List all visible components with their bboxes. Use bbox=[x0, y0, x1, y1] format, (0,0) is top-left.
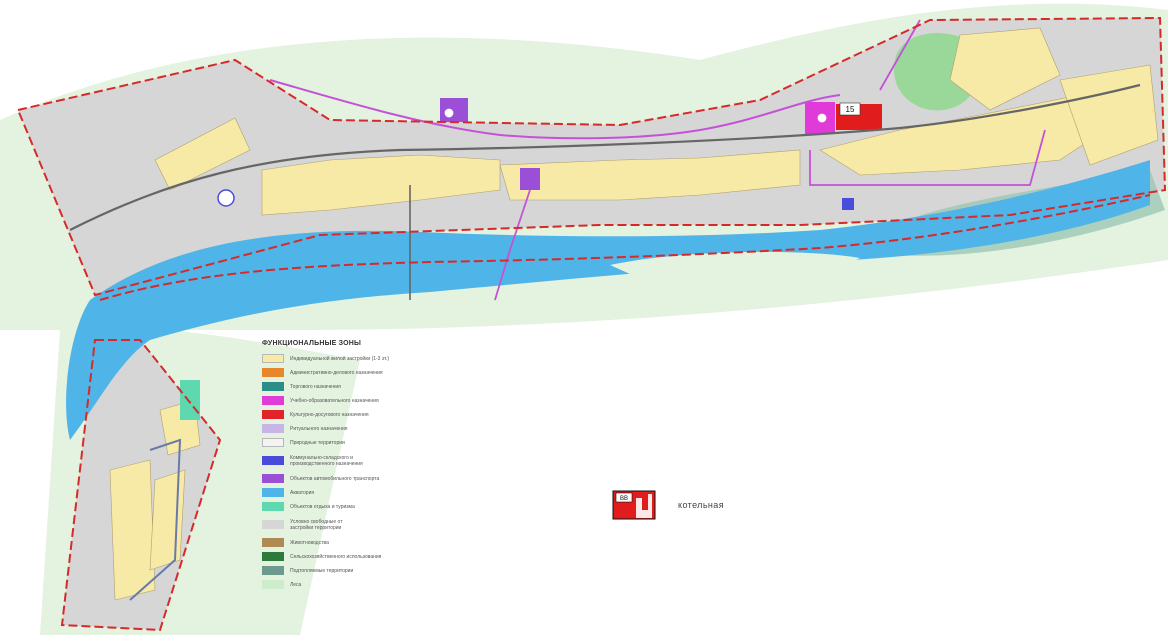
legend-label: Условно свободные от застройки территори… bbox=[290, 518, 343, 531]
legend-label: Подтопляемые территории bbox=[290, 567, 354, 574]
legend-swatch bbox=[262, 552, 284, 561]
legend-item: Объектов отдыха и туризма bbox=[262, 501, 462, 512]
legend-item: Учебно-образовательного назначения bbox=[262, 395, 462, 406]
legend-swatch bbox=[262, 538, 284, 547]
legend-title: ФУНКЦИОНАЛЬНЫЕ ЗОНЫ bbox=[262, 340, 362, 347]
legend-label: Сельскохозяйственного использования bbox=[290, 553, 382, 560]
legend-label: Леса bbox=[290, 581, 302, 588]
legend-item: Леса bbox=[262, 579, 462, 590]
legend-label: Коммунально-складского и производственно… bbox=[290, 454, 363, 467]
transport-zone bbox=[520, 168, 540, 190]
legend-swatch bbox=[262, 520, 284, 529]
transport-road bbox=[269, 79, 841, 140]
legend-swatch bbox=[262, 474, 284, 483]
legend-label: Индивидуальной жилой застройки (1-3 эт.) bbox=[290, 355, 390, 362]
legend-swatch bbox=[262, 456, 284, 465]
settlement-zone-main bbox=[18, 18, 1165, 295]
boiler-house-icon: ВВ bbox=[612, 490, 656, 520]
housing-block bbox=[1059, 64, 1159, 166]
legend-swatch bbox=[262, 396, 284, 405]
legend-swatch bbox=[262, 502, 284, 511]
legend-swatch bbox=[262, 488, 284, 497]
legend-item: Объектов автомобильного транспорта bbox=[262, 473, 462, 484]
legend-swatch bbox=[262, 382, 284, 391]
legend-label: Природные территории bbox=[290, 439, 345, 446]
housing-block bbox=[149, 469, 186, 571]
legend-item: Сельскохозяйственного использования bbox=[262, 551, 462, 562]
legend-item: Административно-делового назначения bbox=[262, 367, 462, 378]
boundary-line bbox=[16, 16, 1167, 297]
settlement-boundary bbox=[16, 16, 1167, 632]
boiler-number-box bbox=[839, 102, 861, 116]
housing-block bbox=[154, 117, 251, 191]
legend-swatch bbox=[262, 424, 284, 433]
boiler-house-key: ВВ котельная bbox=[612, 490, 724, 520]
road bbox=[129, 438, 182, 601]
legend-list: Индивидуальной жилой застройки (1-3 эт.)… bbox=[262, 353, 462, 590]
legend-item: Индивидуальной жилой застройки (1-3 эт.) bbox=[262, 353, 462, 364]
road-network bbox=[69, 19, 1141, 601]
legend-label: Торгового назначения bbox=[290, 383, 341, 390]
legend-label: Животноводства bbox=[290, 539, 329, 546]
transport-road bbox=[879, 19, 921, 91]
legend-item: Животноводства bbox=[262, 537, 462, 548]
housing-blocks bbox=[109, 27, 1159, 601]
transport-road bbox=[809, 129, 1046, 186]
legend-swatch bbox=[262, 580, 284, 589]
legend-swatch bbox=[262, 354, 284, 363]
legend-item: Условно свободные от застройки территори… bbox=[262, 515, 462, 534]
recreation-zone bbox=[180, 380, 200, 420]
legend-label: Административно-делового назначения bbox=[290, 369, 383, 376]
legend-item: Ритуального назначения bbox=[262, 423, 462, 434]
legend-label: Учебно-образовательного назначения bbox=[290, 397, 379, 404]
legend-label: Объектов автомобильного транспорта bbox=[290, 475, 380, 482]
legend-swatch bbox=[262, 566, 284, 575]
legend-label: Акватория bbox=[290, 489, 315, 496]
transport-zone bbox=[440, 98, 468, 122]
housing-block bbox=[109, 459, 156, 601]
map-legend: ФУНКЦИОНАЛЬНЫЕ ЗОНЫ Индивидуальной жилой… bbox=[262, 340, 462, 593]
bus-stop-marker bbox=[217, 189, 235, 207]
legend-swatch bbox=[262, 368, 284, 377]
legend-item: Природные территории bbox=[262, 437, 462, 448]
bus-stop-marker bbox=[443, 107, 455, 119]
legend-item: Культурно-досугового назначения bbox=[262, 409, 462, 420]
utility-zone bbox=[842, 198, 854, 210]
legend-label: Объектов отдыха и туризма bbox=[290, 503, 355, 510]
legend-item: Торгового назначения bbox=[262, 381, 462, 392]
boiler-house-label: котельная bbox=[678, 500, 724, 510]
boiler-number-label: 15 bbox=[846, 105, 855, 114]
housing-block bbox=[261, 154, 501, 216]
legend-swatch bbox=[262, 438, 284, 447]
legend-item: Акватория bbox=[262, 487, 462, 498]
housing-block bbox=[499, 149, 801, 201]
legend-item: Подтопляемые территории bbox=[262, 565, 462, 576]
river-island bbox=[610, 251, 860, 284]
legend-item: Коммунально-складского и производственно… bbox=[262, 451, 462, 470]
housing-block bbox=[949, 27, 1061, 111]
school-marker bbox=[816, 112, 828, 124]
legend-label: Культурно-досугового назначения bbox=[290, 411, 369, 418]
boiler-icon-text: ВВ bbox=[620, 496, 628, 502]
legend-swatch bbox=[262, 410, 284, 419]
main-road bbox=[69, 83, 1141, 231]
legend-label: Ритуального назначения bbox=[290, 425, 348, 432]
river bbox=[66, 160, 1151, 440]
transport-road bbox=[494, 189, 531, 301]
